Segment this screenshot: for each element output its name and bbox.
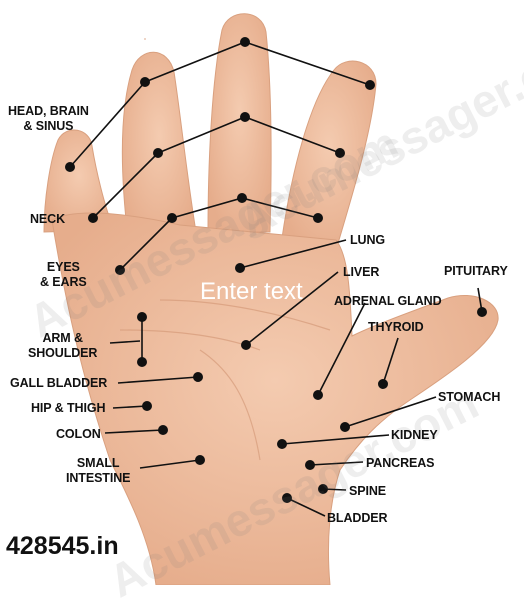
hand-shape: [43, 13, 499, 585]
label-pancreas: PANCREAS: [366, 456, 435, 470]
point-eyes-index: [167, 213, 177, 223]
label-arm-shoulder: ARM & SHOULDER: [28, 331, 98, 360]
point-pituitary: [477, 307, 487, 317]
point-neck-ring: [335, 148, 345, 158]
point-arm-lower: [137, 357, 147, 367]
point-neck-index: [153, 148, 163, 158]
point-bladder: [282, 493, 292, 503]
site-mark: 428545.in: [6, 532, 119, 560]
point-hip-thigh: [142, 401, 152, 411]
point-kidney: [277, 439, 287, 449]
label-eyes-ears: EYES & EARS: [40, 260, 87, 289]
label-gall-bladder: GALL BLADDER: [10, 376, 108, 390]
point-lung: [235, 263, 245, 273]
label-thyroid: THYROID: [368, 320, 424, 334]
point-eyes-ring: [313, 213, 323, 223]
hand-reflexology-diagram: Acumessager.com Acumessager.com Acumessa…: [6, 13, 524, 607]
label-small-intestine: SMALL INTESTINE: [66, 456, 131, 485]
point-colon: [158, 425, 168, 435]
label-adrenal-gland: ADRENAL GLAND: [334, 294, 442, 308]
label-bladder: BLADDER: [327, 511, 388, 525]
point-stomach: [340, 422, 350, 432]
palm-placeholder-text: Enter text: [200, 278, 303, 305]
point-head-little: [65, 162, 75, 172]
point-gall-bladder: [193, 372, 203, 382]
point-small-intestine: [195, 455, 205, 465]
point-markers: [65, 37, 487, 503]
hand-illustration: [43, 13, 499, 585]
point-eyes-little: [115, 265, 125, 275]
label-colon: COLON: [56, 427, 101, 441]
label-pituitary: PITUITARY: [444, 264, 508, 278]
point-eyes-middle: [237, 193, 247, 203]
point-spine: [318, 484, 328, 494]
label-stomach: STOMACH: [438, 390, 501, 404]
label-neck: NECK: [30, 212, 66, 226]
label-lung: LUNG: [350, 233, 386, 247]
label-spine: SPINE: [349, 484, 387, 498]
point-liver: [241, 340, 251, 350]
point-head-index: [140, 77, 150, 87]
point-head-middle: [240, 37, 250, 47]
point-arm-upper: [137, 312, 147, 322]
point-neck-middle: [240, 112, 250, 122]
label-kidney: KIDNEY: [391, 428, 438, 442]
point-thyroid: [378, 379, 388, 389]
label-hip-thigh: HIP & THIGH: [31, 401, 106, 415]
point-neck-little: [88, 213, 98, 223]
label-liver: LIVER: [343, 265, 380, 279]
label-head-brain-sinus: HEAD, BRAIN & SINUS: [8, 104, 89, 133]
point-pancreas: [305, 460, 315, 470]
point-head-ring: [365, 80, 375, 90]
point-adrenal-gland: [313, 390, 323, 400]
